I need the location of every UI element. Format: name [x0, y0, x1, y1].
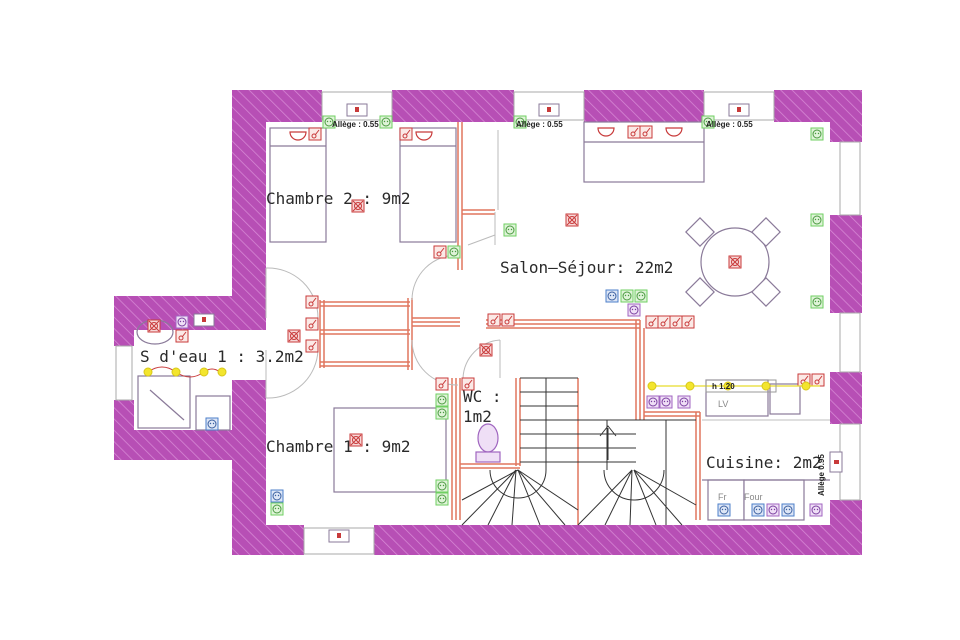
lighting-circuit [143, 366, 820, 393]
room-label-wc-area: 1m2 [463, 407, 492, 426]
allege-label: Allège : 0.55 [706, 120, 753, 129]
partitions [319, 122, 701, 525]
wall-lights [289, 127, 683, 141]
ceiling-light-icon [147, 319, 161, 333]
room-label-chambre-2: Chambre 2 : 9m2 [266, 189, 411, 208]
room-label-cuisine: Cuisine: 2m2 [706, 453, 822, 472]
oven-label: Four [744, 492, 763, 502]
toilet [475, 423, 501, 463]
fridge-label: Fr [718, 492, 727, 502]
room-label-chambre-1: Chambre 1 : 9m2 [266, 437, 411, 456]
ceiling-light-icon [728, 255, 742, 269]
room-label-wc: WC : [463, 387, 502, 406]
room-label-salon: Salon–Séjour: 22m2 [500, 258, 673, 277]
ceiling-light-icon [287, 329, 301, 343]
ceiling-light-icon [479, 343, 493, 357]
allege-label: Allège : 0.55 [516, 120, 563, 129]
room-label-sdeau: S d'eau 1 : 3.2m2 [140, 347, 304, 366]
allege-label-vertical: Allège 0.95 [817, 454, 826, 496]
sink-label: LV [718, 399, 728, 409]
stairs [461, 377, 697, 526]
counter-height-label: h 1.20 [712, 382, 735, 391]
ceiling-light-icon [565, 213, 579, 227]
exterior-walls [114, 90, 862, 555]
allege-label: Allège : 0.55 [332, 120, 379, 129]
